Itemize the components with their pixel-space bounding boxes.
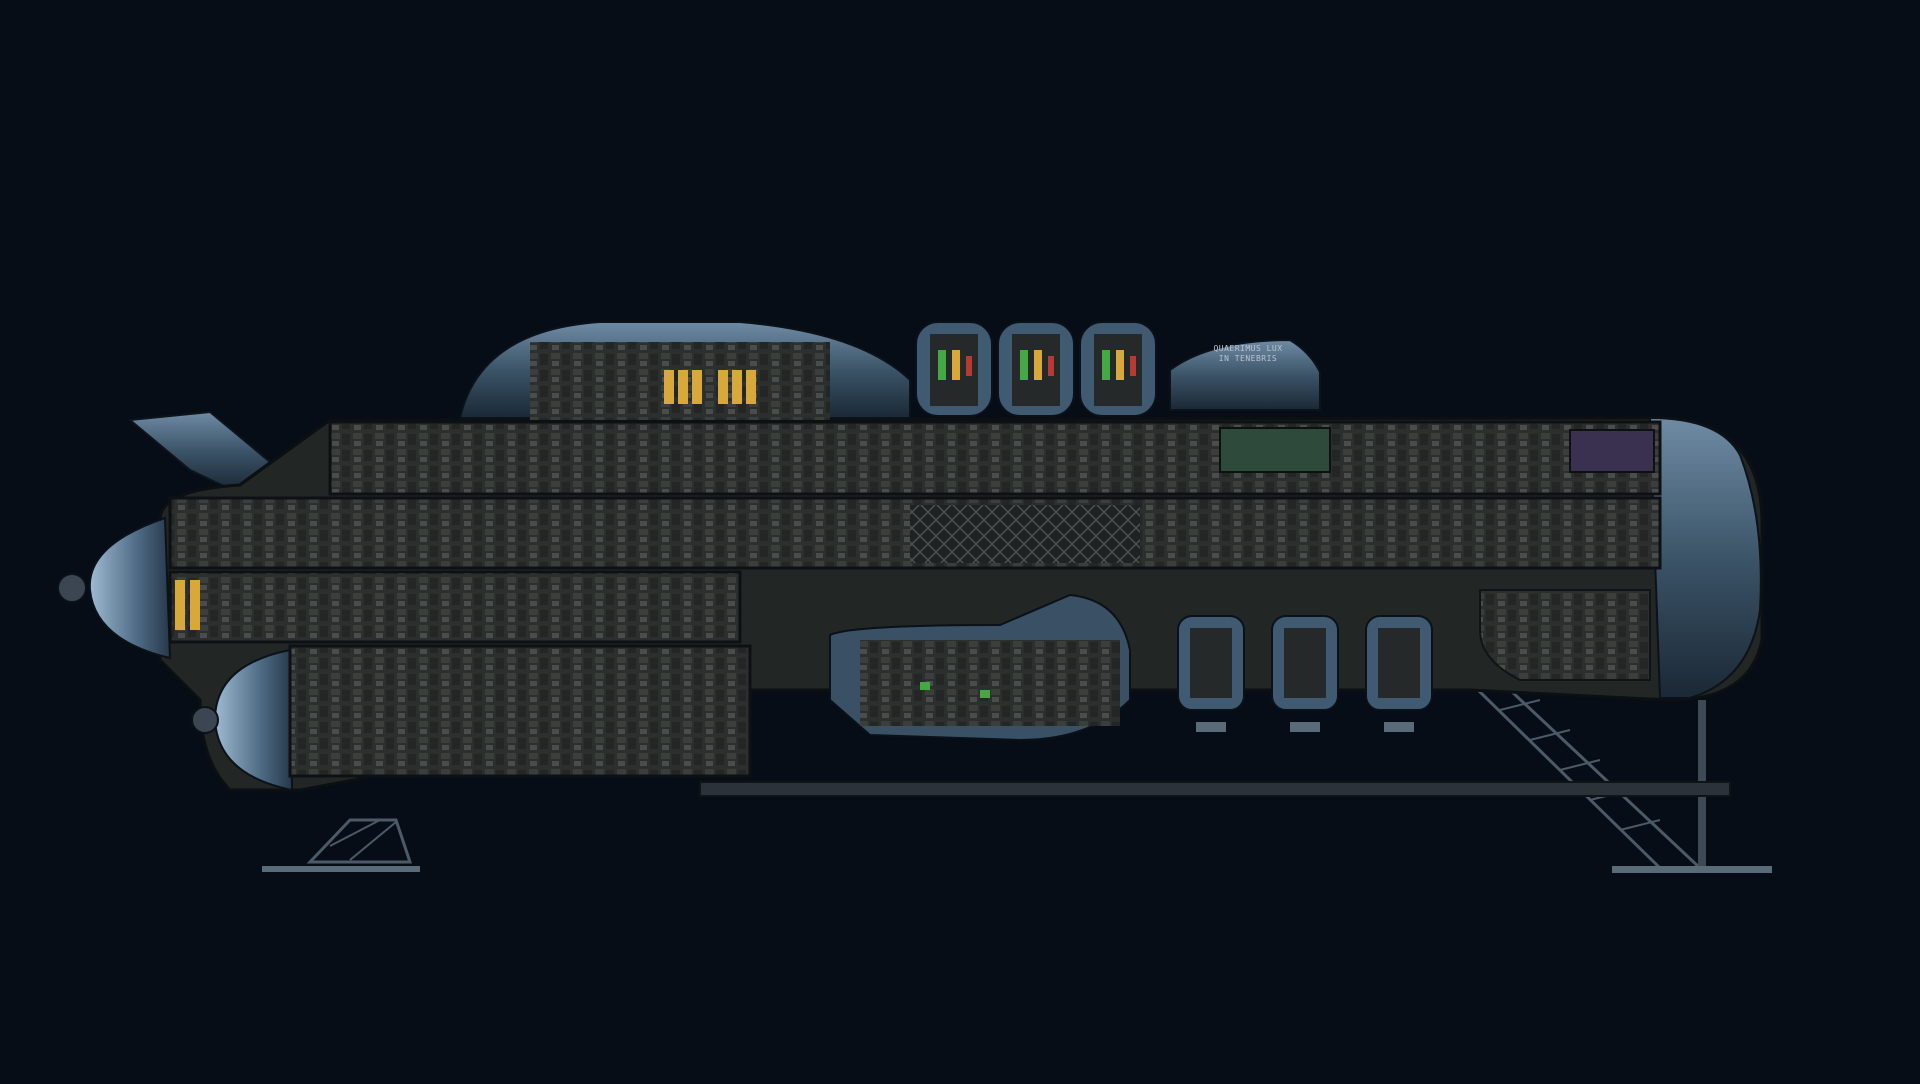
reactor-rods [664, 370, 756, 404]
deck-lower-aft [168, 570, 742, 644]
deck-upper [328, 420, 1662, 496]
escape-pod-icon [915, 321, 993, 417]
drone-bays [1177, 615, 1433, 732]
keel-rail [699, 781, 1731, 797]
inscription-dome [1169, 338, 1321, 411]
escape-pod-icon [1079, 321, 1157, 417]
propeller-lower [191, 706, 219, 734]
hull-inscription-line1: QUAERIMUS LUX [1213, 344, 1283, 353]
deck-engine [288, 644, 752, 778]
hull-inscription: QUAERIMUS LUX IN TENEBRIS [1188, 344, 1308, 364]
cargo-racks [910, 505, 1140, 563]
escape-pod-icon [997, 321, 1075, 417]
hull-inscription-line2: IN TENEBRIS [1218, 354, 1278, 363]
drone-bay-icon [1177, 615, 1245, 732]
escape-pods-top [915, 321, 1157, 417]
fuel-tank [190, 580, 200, 630]
shuttle-icon [829, 593, 1131, 742]
fuel-tank [175, 580, 185, 630]
bow-hull [1648, 416, 1762, 699]
propeller-upper [57, 573, 87, 603]
drone-bay-icon [1271, 615, 1339, 732]
observation-window [1219, 427, 1331, 473]
forward-hold [1479, 589, 1651, 681]
drone-bay-icon [1365, 615, 1433, 732]
aft-nose-cone [88, 516, 172, 660]
landing-gear-rear [262, 818, 420, 872]
display-panel [1569, 429, 1655, 473]
